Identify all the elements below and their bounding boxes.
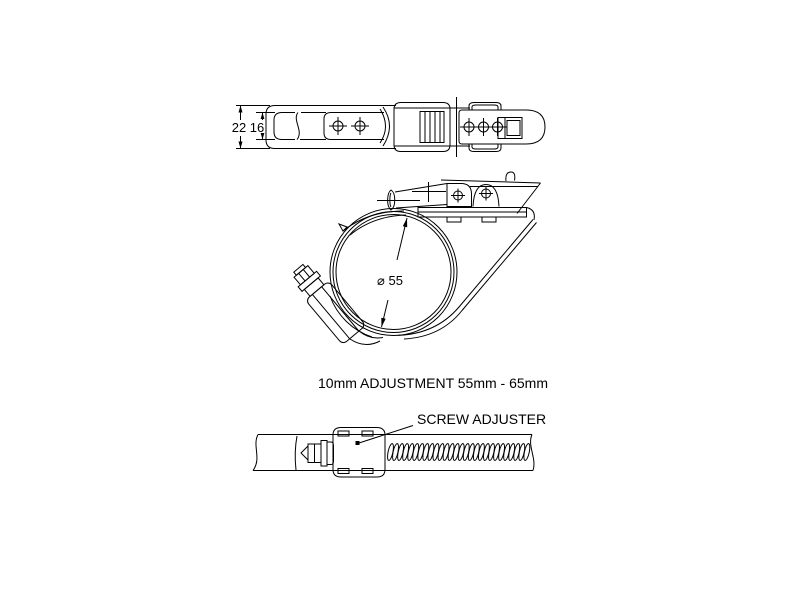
dimension-22: 22 bbox=[232, 105, 270, 149]
leader-dot bbox=[355, 441, 360, 445]
band-side-view bbox=[252, 425, 535, 478]
hook-loop bbox=[505, 171, 516, 182]
break-wave-left bbox=[252, 434, 259, 471]
screw-profile bbox=[300, 440, 334, 467]
dim-diameter-label: ⌀ 55 bbox=[377, 273, 403, 288]
coil-slots bbox=[387, 443, 531, 461]
dim-22-label: 22 bbox=[232, 120, 246, 135]
band-plate bbox=[323, 112, 384, 140]
latch-mechanism bbox=[377, 171, 535, 223]
latch-body-plan bbox=[458, 102, 546, 152]
adjuster-housing-plan bbox=[393, 102, 451, 152]
break-wave-right bbox=[530, 434, 535, 471]
adjuster-housing-side bbox=[332, 427, 386, 478]
plate-holes bbox=[329, 117, 369, 135]
break-wave bbox=[295, 112, 300, 140]
band-tail bbox=[349, 330, 384, 345]
adjustment-note: 10mm ADJUSTMENT 55mm - 65mm bbox=[318, 375, 548, 391]
screw-adjuster-label: SCREW ADJUSTER bbox=[417, 411, 546, 427]
clamp-front-view: ⌀ 55 bbox=[293, 171, 541, 345]
inner-band-left bbox=[273, 112, 295, 140]
leader-line bbox=[358, 425, 414, 444]
dimension-16: 16 bbox=[250, 112, 275, 140]
outer-band-outline bbox=[265, 105, 396, 149]
band-loop bbox=[329, 179, 541, 340]
screw-adjuster-front bbox=[293, 263, 365, 344]
dim-16-label: 16 bbox=[250, 120, 264, 135]
dimension-diameter: ⌀ 55 bbox=[377, 217, 408, 328]
screw-threads bbox=[424, 111, 441, 143]
band-circles bbox=[329, 208, 458, 336]
band-plan-view: 22 16 bbox=[232, 97, 546, 157]
